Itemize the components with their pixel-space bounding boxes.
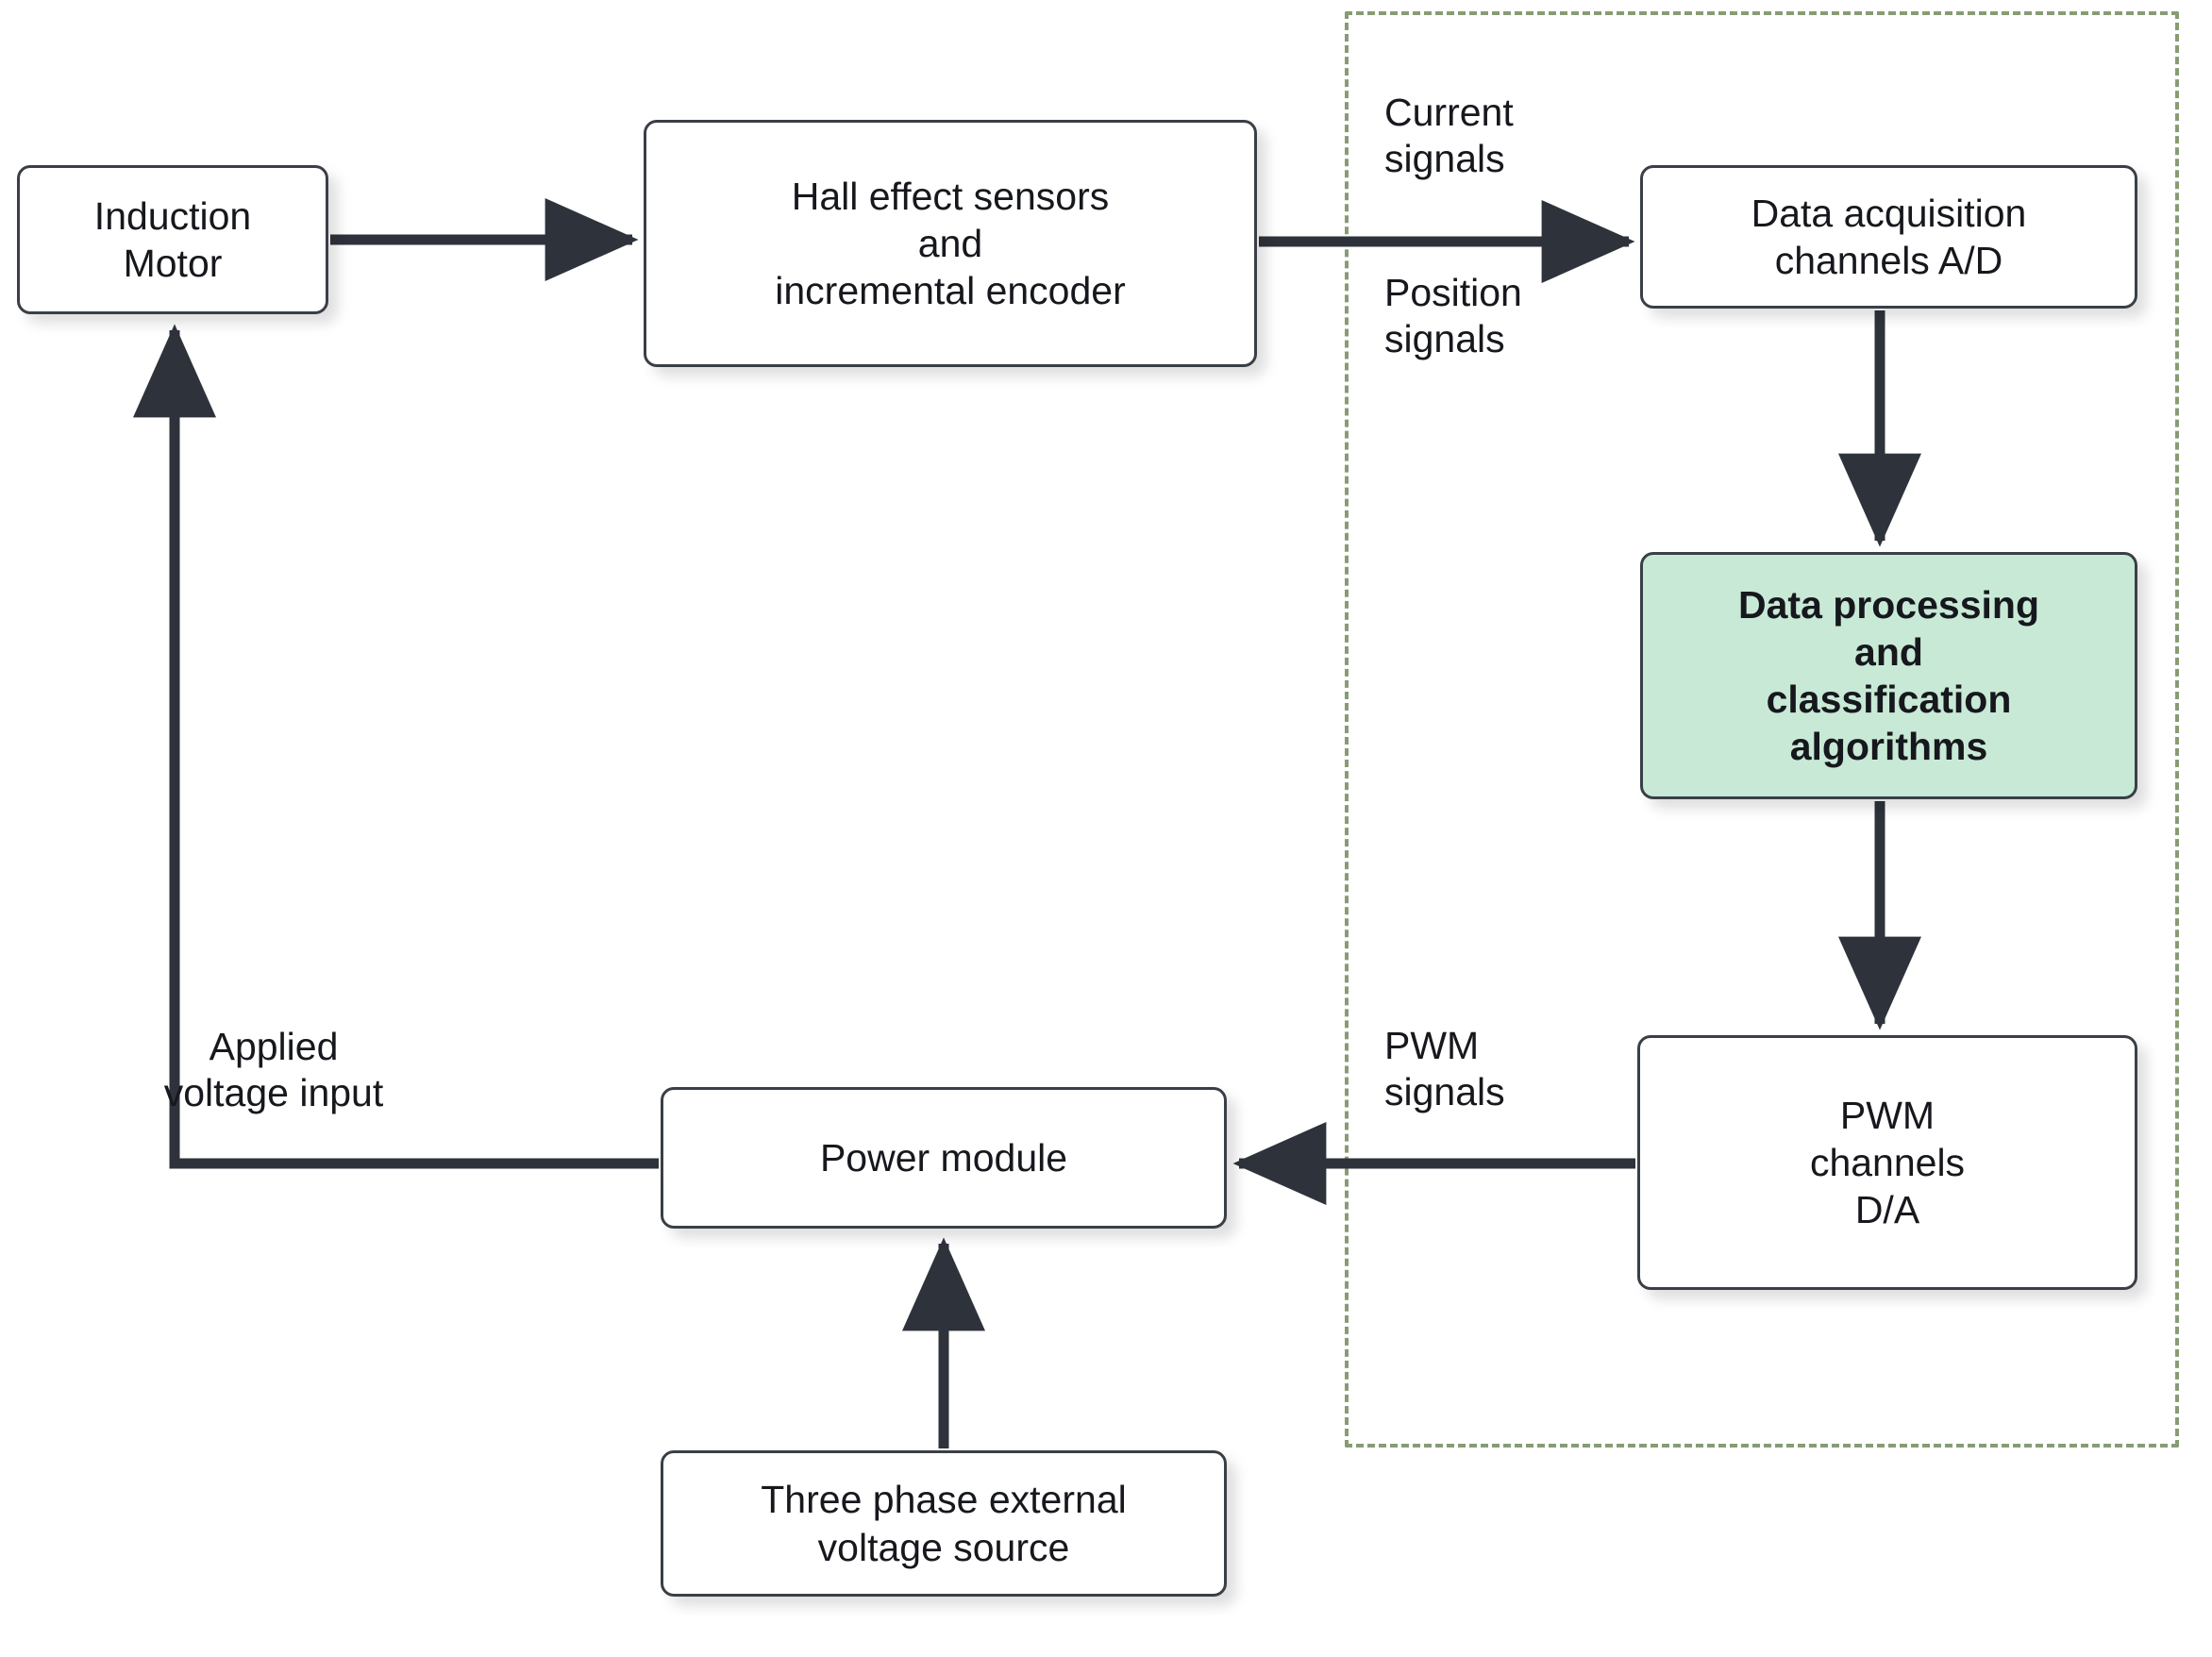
node-data-acquisition-label: Data acquisition channels A/D (1751, 191, 2027, 282)
edge-label-pwm-signals: PWM signals (1384, 1024, 1505, 1114)
node-three-phase-source-label: Three phase external voltage source (761, 1478, 1127, 1569)
edge-label-current-signals: Current signals (1384, 91, 1514, 181)
node-induction-motor[interactable]: Induction Motor (17, 165, 328, 314)
node-induction-motor-label: Induction Motor (93, 193, 252, 285)
node-hall-effect-sensors-label: Hall effect sensors and incremental enco… (775, 174, 1126, 312)
node-data-acquisition-channels[interactable]: Data acquisition channels A/D (1640, 165, 2137, 309)
node-hall-effect-sensors[interactable]: Hall effect sensors and incremental enco… (644, 120, 1257, 367)
embedded-controller-region (1345, 11, 2179, 1448)
node-pwm-channels[interactable]: PWM channels D/A (1637, 1035, 2137, 1290)
node-three-phase-voltage-source[interactable]: Three phase external voltage source (661, 1450, 1227, 1597)
node-power-module-label: Power module (819, 1135, 1068, 1180)
node-pwm-channels-label: PWM channels D/A (1809, 1093, 1966, 1231)
node-data-processing-algorithms[interactable]: Data processing and classification algor… (1640, 552, 2137, 799)
edge-label-position-signals: Position signals (1384, 271, 1522, 361)
edge-label-applied-voltage-input: Applied voltage input (163, 1025, 384, 1115)
node-power-module[interactable]: Power module (661, 1087, 1227, 1229)
node-data-processing-label: Data processing and classification algor… (1738, 582, 2039, 769)
